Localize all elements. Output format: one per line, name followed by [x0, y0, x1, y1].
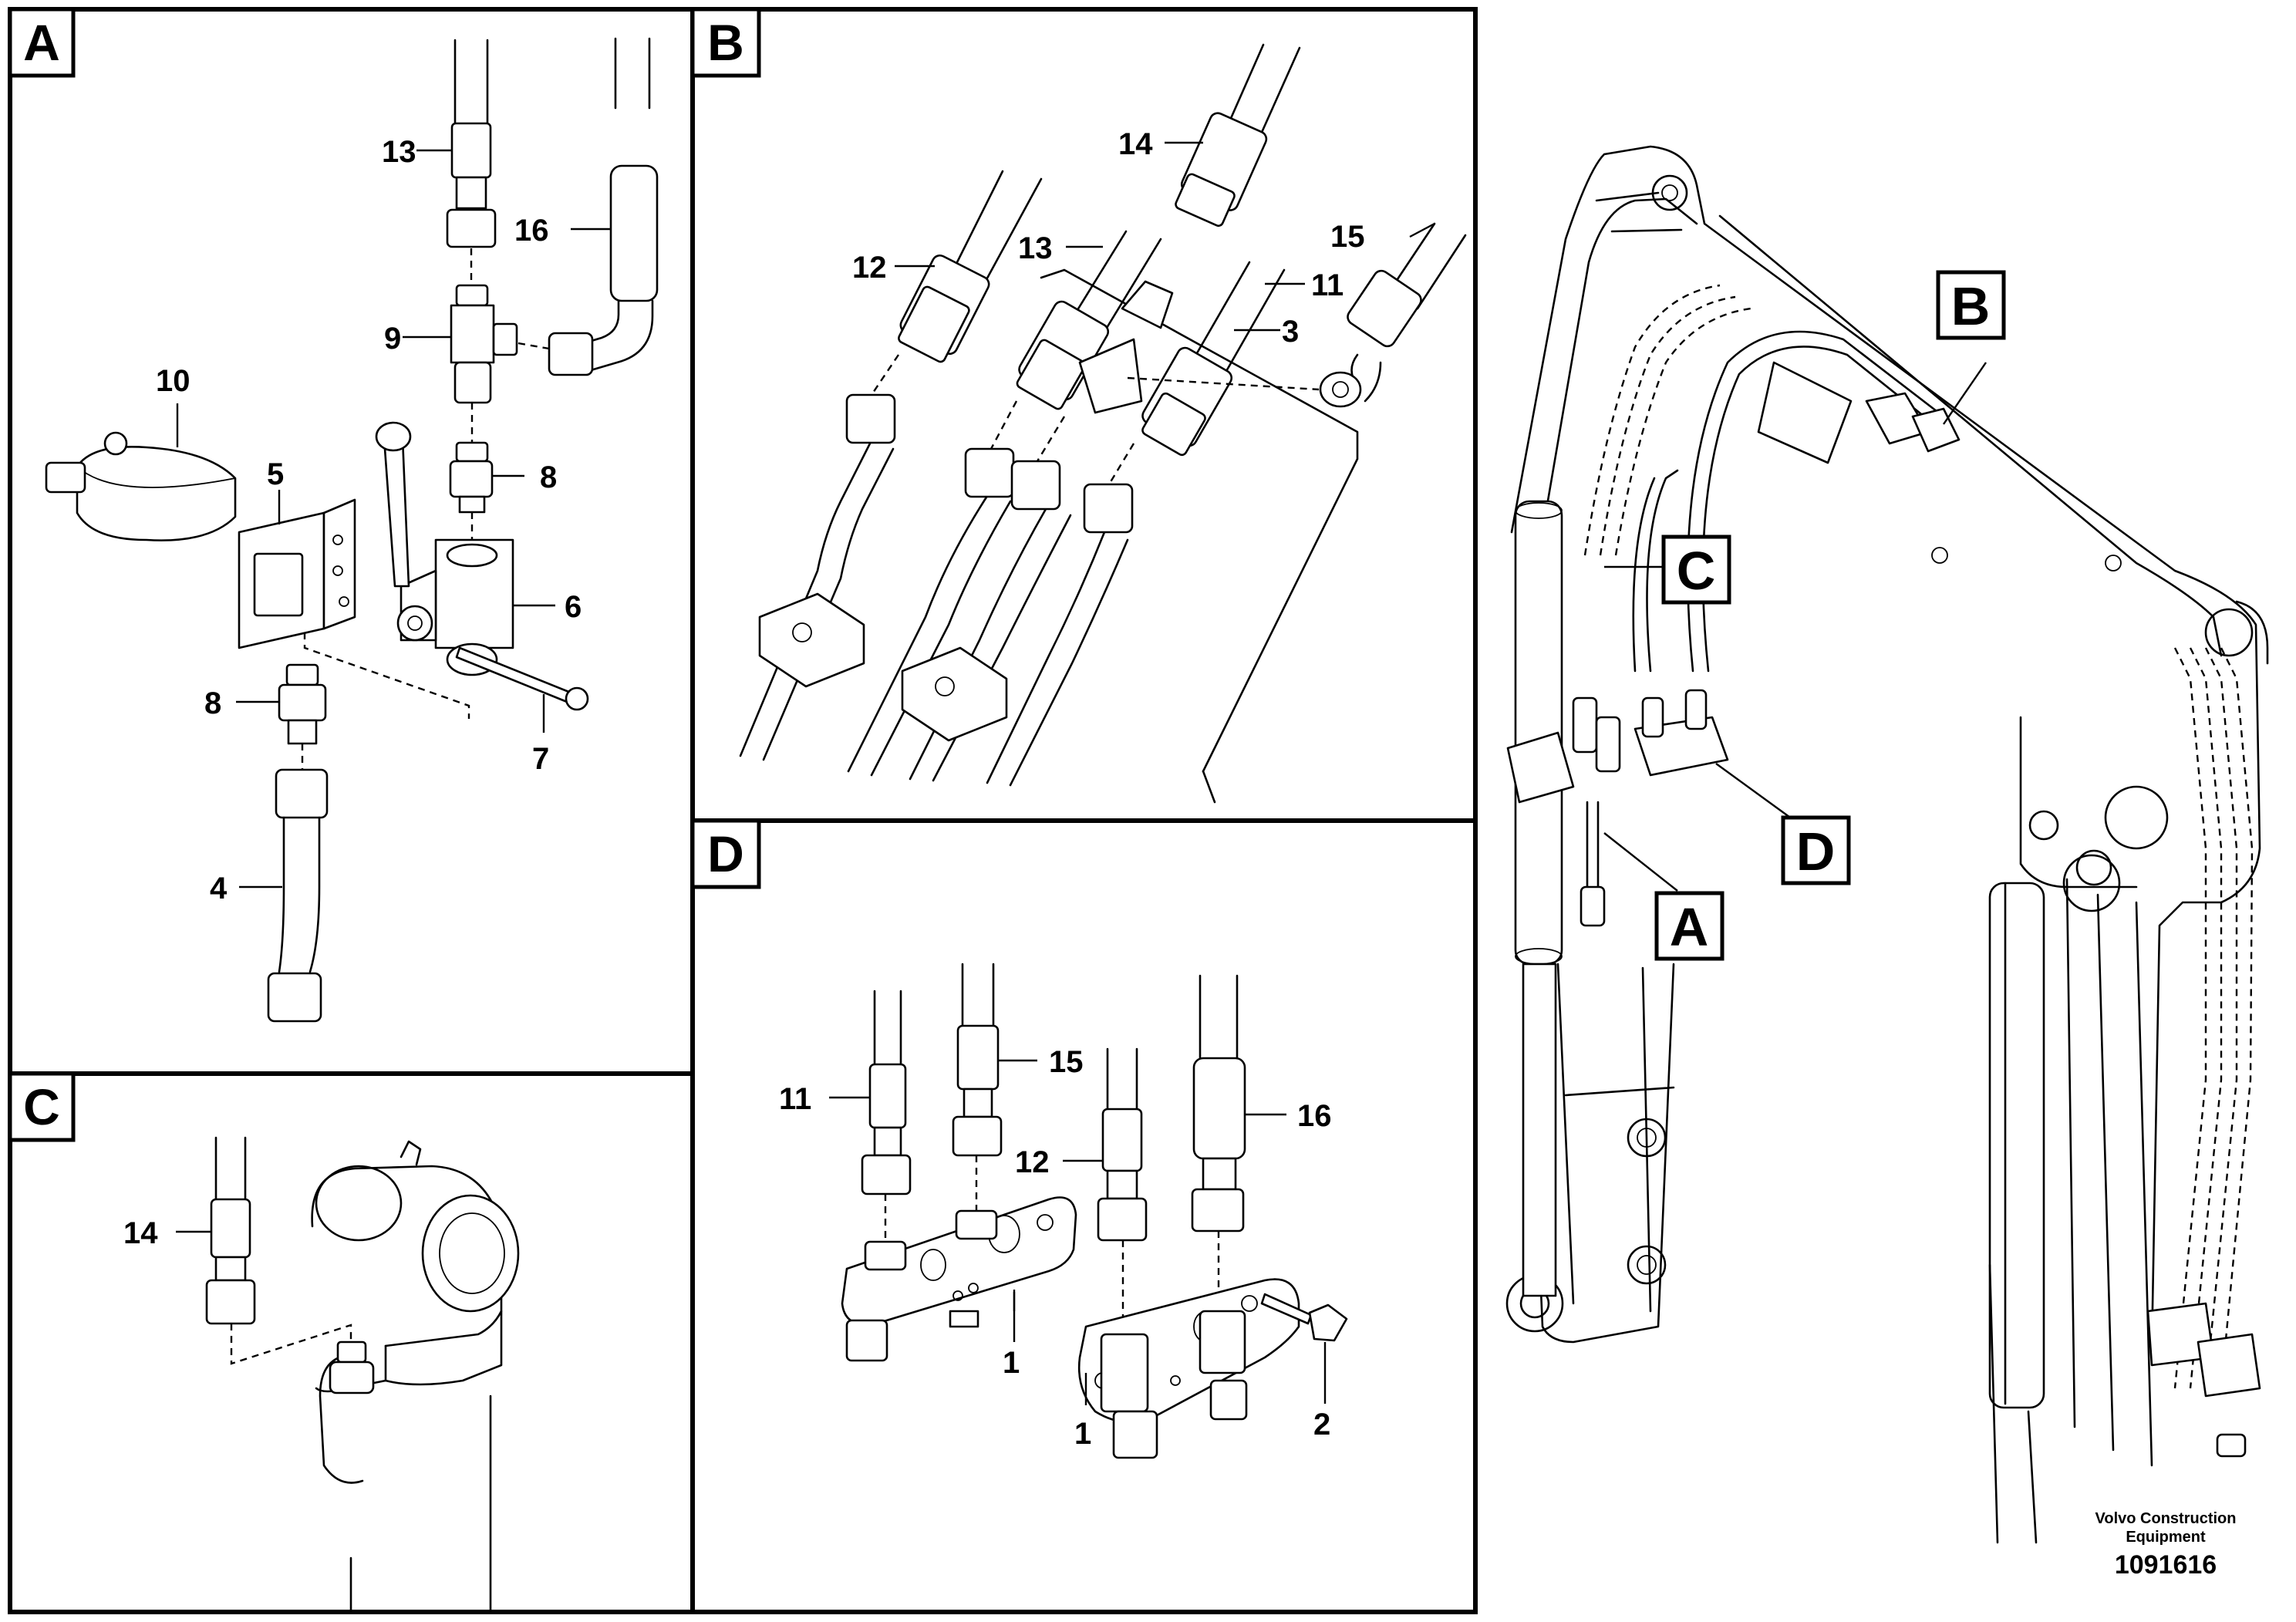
label-9: 9: [384, 322, 401, 356]
svg-text:C: C: [23, 1078, 60, 1135]
callout-c: C: [1661, 534, 1731, 605]
label-12-d: 12: [1015, 1145, 1050, 1179]
boom-overview: [1505, 145, 2269, 1544]
panel-d-tag: D: [690, 818, 761, 889]
label-8: 8: [540, 460, 557, 494]
label-5: 5: [267, 457, 284, 491]
label-15-d: 15: [1049, 1045, 1084, 1079]
callout-b-leader: [1943, 362, 1987, 425]
panel-c-tag: C: [8, 1071, 76, 1142]
label-13b: 13: [1018, 231, 1053, 265]
panel-c-artwork: [176, 1136, 520, 1614]
svg-text:A: A: [1670, 897, 1709, 957]
panel-b-frame: [690, 7, 1478, 823]
svg-text:A: A: [23, 14, 60, 71]
callout-d: D: [1781, 815, 1851, 885]
panel-d-frame: [690, 818, 1478, 1614]
label-10: 10: [156, 364, 190, 398]
svg-text:B: B: [1951, 276, 1991, 336]
panel-b-tag: B: [690, 7, 761, 78]
label-1-upper: 1: [1003, 1346, 1020, 1380]
label-6: 6: [565, 590, 582, 624]
brand-line-1: Volvo Construction: [2095, 1510, 2237, 1527]
label-2: 2: [1313, 1408, 1330, 1442]
label-3: 3: [1282, 315, 1299, 349]
brand-line-2: Equipment: [2126, 1529, 2206, 1546]
panel-a-artwork: [45, 37, 659, 1023]
label-14: 14: [1118, 127, 1153, 161]
label-16: 16: [514, 214, 549, 248]
label-11-d: 11: [779, 1082, 811, 1116]
label-1-lower: 1: [1074, 1417, 1091, 1451]
svg-text:B: B: [707, 14, 744, 71]
label-4: 4: [210, 872, 228, 905]
panel-b-artwork: [739, 43, 1467, 804]
label-13: 13: [382, 135, 416, 169]
svg-text:D: D: [1796, 821, 1836, 882]
panel-a-tag: A: [8, 7, 76, 78]
label-12: 12: [852, 251, 887, 285]
callout-a-leader: [1603, 832, 1678, 892]
label-8b: 8: [204, 686, 221, 720]
document-number: 1091616: [2115, 1550, 2217, 1580]
svg-text:C: C: [1677, 541, 1716, 601]
label-16-d: 16: [1297, 1099, 1332, 1133]
callout-a: A: [1654, 891, 1725, 961]
label-15: 15: [1330, 220, 1365, 254]
callout-b: B: [1936, 270, 2006, 340]
callout-d-leader: [1715, 763, 1802, 826]
svg-text:D: D: [707, 825, 744, 882]
label-11: 11: [1311, 268, 1344, 302]
label-14-c: 14: [123, 1216, 158, 1250]
panel-d-artwork: [829, 963, 1348, 1459]
label-7: 7: [532, 742, 549, 776]
